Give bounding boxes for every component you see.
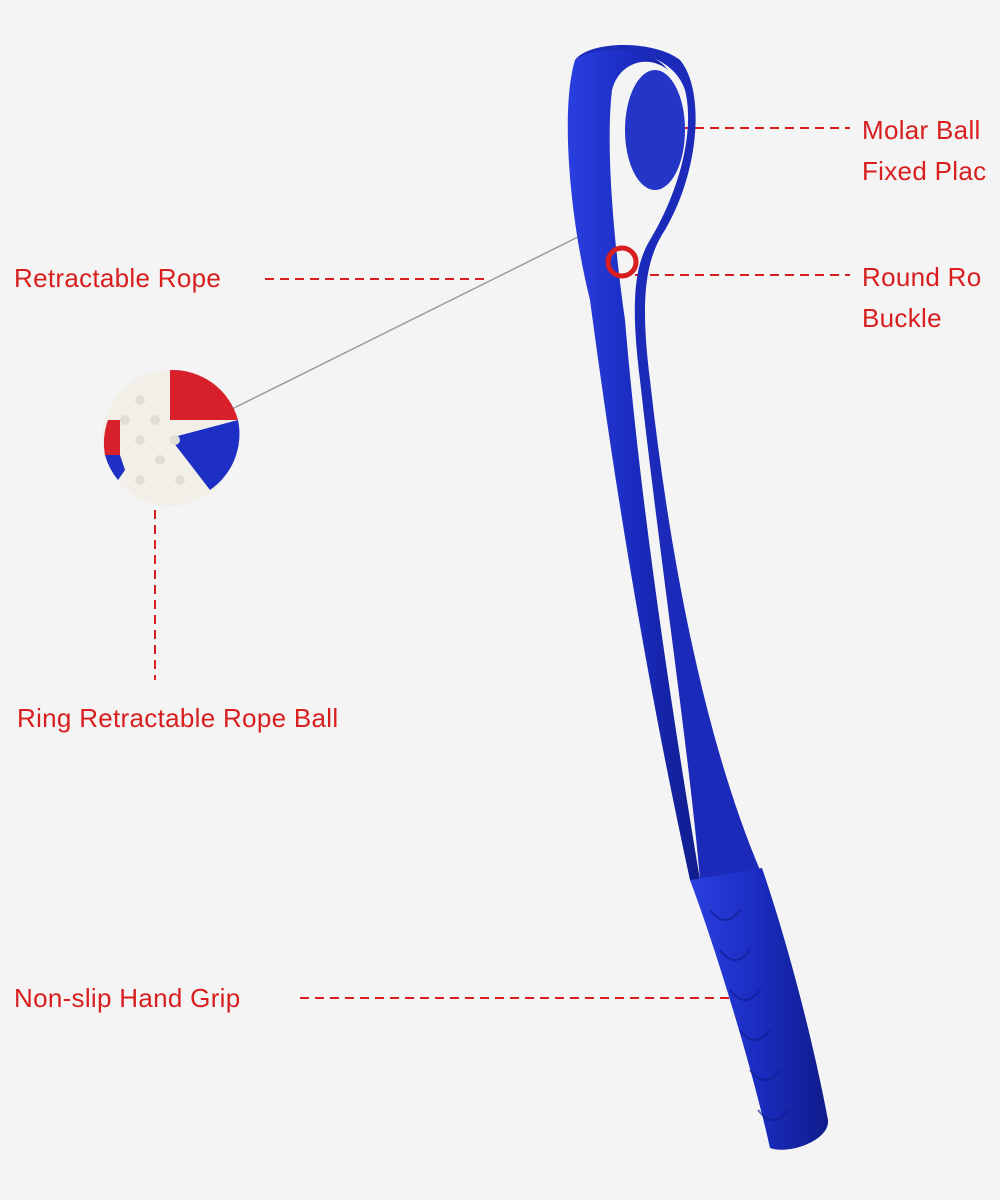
label-line: Molar Ball xyxy=(862,115,981,145)
label-retractable-rope: Retractable Rope xyxy=(14,263,222,293)
label-line: Fixed Plac xyxy=(862,156,987,186)
label-line: Round Ro xyxy=(862,262,982,292)
rope-ball xyxy=(102,369,240,506)
leader-lines xyxy=(154,127,850,999)
label-line: Buckle xyxy=(862,303,942,333)
label-rope-ball: Ring Retractable Rope Ball xyxy=(17,703,339,733)
label-round-rope-buckle: Round Ro Buckle xyxy=(862,257,981,339)
label-hand-grip: Non-slip Hand Grip xyxy=(14,983,241,1013)
ball-launcher-handle xyxy=(567,45,829,1150)
rope xyxy=(229,234,583,411)
rope-buckle xyxy=(605,245,639,279)
label-molar-ball: Molar Ball Fixed Plac xyxy=(862,110,986,192)
